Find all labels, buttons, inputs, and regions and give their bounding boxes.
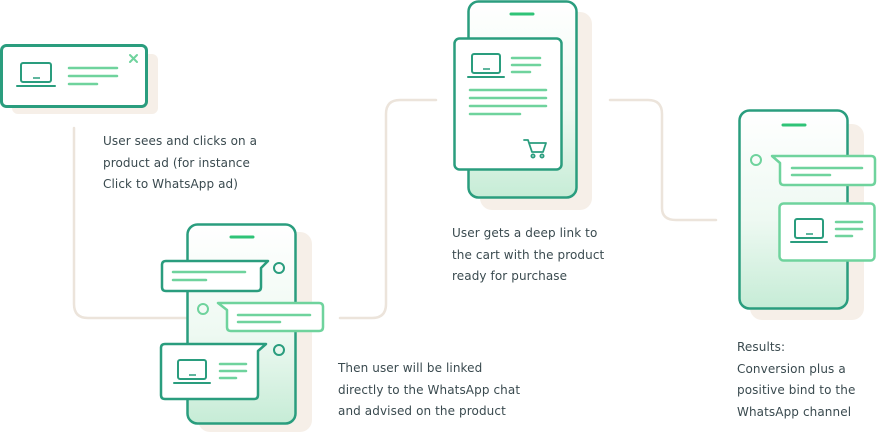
shopping-cart-icon[interactable] (523, 139, 547, 159)
laptop-icon (790, 218, 828, 243)
step-1-line: product ad (for instance (103, 155, 250, 170)
step-4-line: positive bind to the (737, 383, 856, 397)
step-2-line: directly to the WhatsApp chat (338, 382, 521, 397)
result-phone (738, 109, 877, 320)
connector-chat-to-cart (338, 98, 438, 320)
step-1-description: User sees and clicks on a product ad (fo… (103, 131, 257, 196)
step-4-line: Results: (737, 340, 786, 354)
cart-card (453, 37, 563, 171)
step-3-line: ready for purchase (452, 269, 568, 283)
cart-phone (453, 0, 592, 210)
ad-card (0, 44, 158, 114)
chat-bubble-product (159, 342, 268, 401)
step-4-line: Conversion plus a (737, 361, 846, 376)
connector-ad-to-chat (72, 126, 188, 320)
chat-bubble-outgoing (216, 301, 325, 333)
step-4-description: Results: Conversion plus a positive bind… (737, 337, 855, 423)
result-product-card (778, 202, 876, 262)
step-4-line: WhatsApp channel (737, 404, 852, 419)
connector-cart-to-result (608, 98, 718, 222)
laptop-icon (16, 62, 56, 87)
close-icon[interactable] (129, 54, 138, 63)
laptop-icon (467, 53, 505, 78)
step-3-line: User gets a deep link to (452, 226, 598, 240)
step-3-line: the cart with the product (452, 247, 605, 262)
chat-bubble-incoming (160, 259, 270, 293)
circle-status-icon (273, 262, 285, 274)
step-1-line: Click to WhatsApp ad) (103, 177, 239, 191)
laptop-icon (173, 359, 211, 384)
circle-status-icon (197, 303, 209, 315)
chat-phone (159, 223, 325, 432)
chat-bubble-outgoing (770, 154, 877, 187)
step-3-description: User gets a deep link to the cart with t… (452, 223, 604, 288)
circle-status-icon (750, 154, 762, 166)
step-2-line: and advised on the product (338, 404, 506, 418)
circle-status-icon (273, 344, 285, 356)
step-1-line: User sees and clicks on a (103, 134, 258, 148)
step-2-line: Then user will be linked (338, 361, 483, 375)
step-2-description: Then user will be linked directly to the… (338, 358, 520, 423)
